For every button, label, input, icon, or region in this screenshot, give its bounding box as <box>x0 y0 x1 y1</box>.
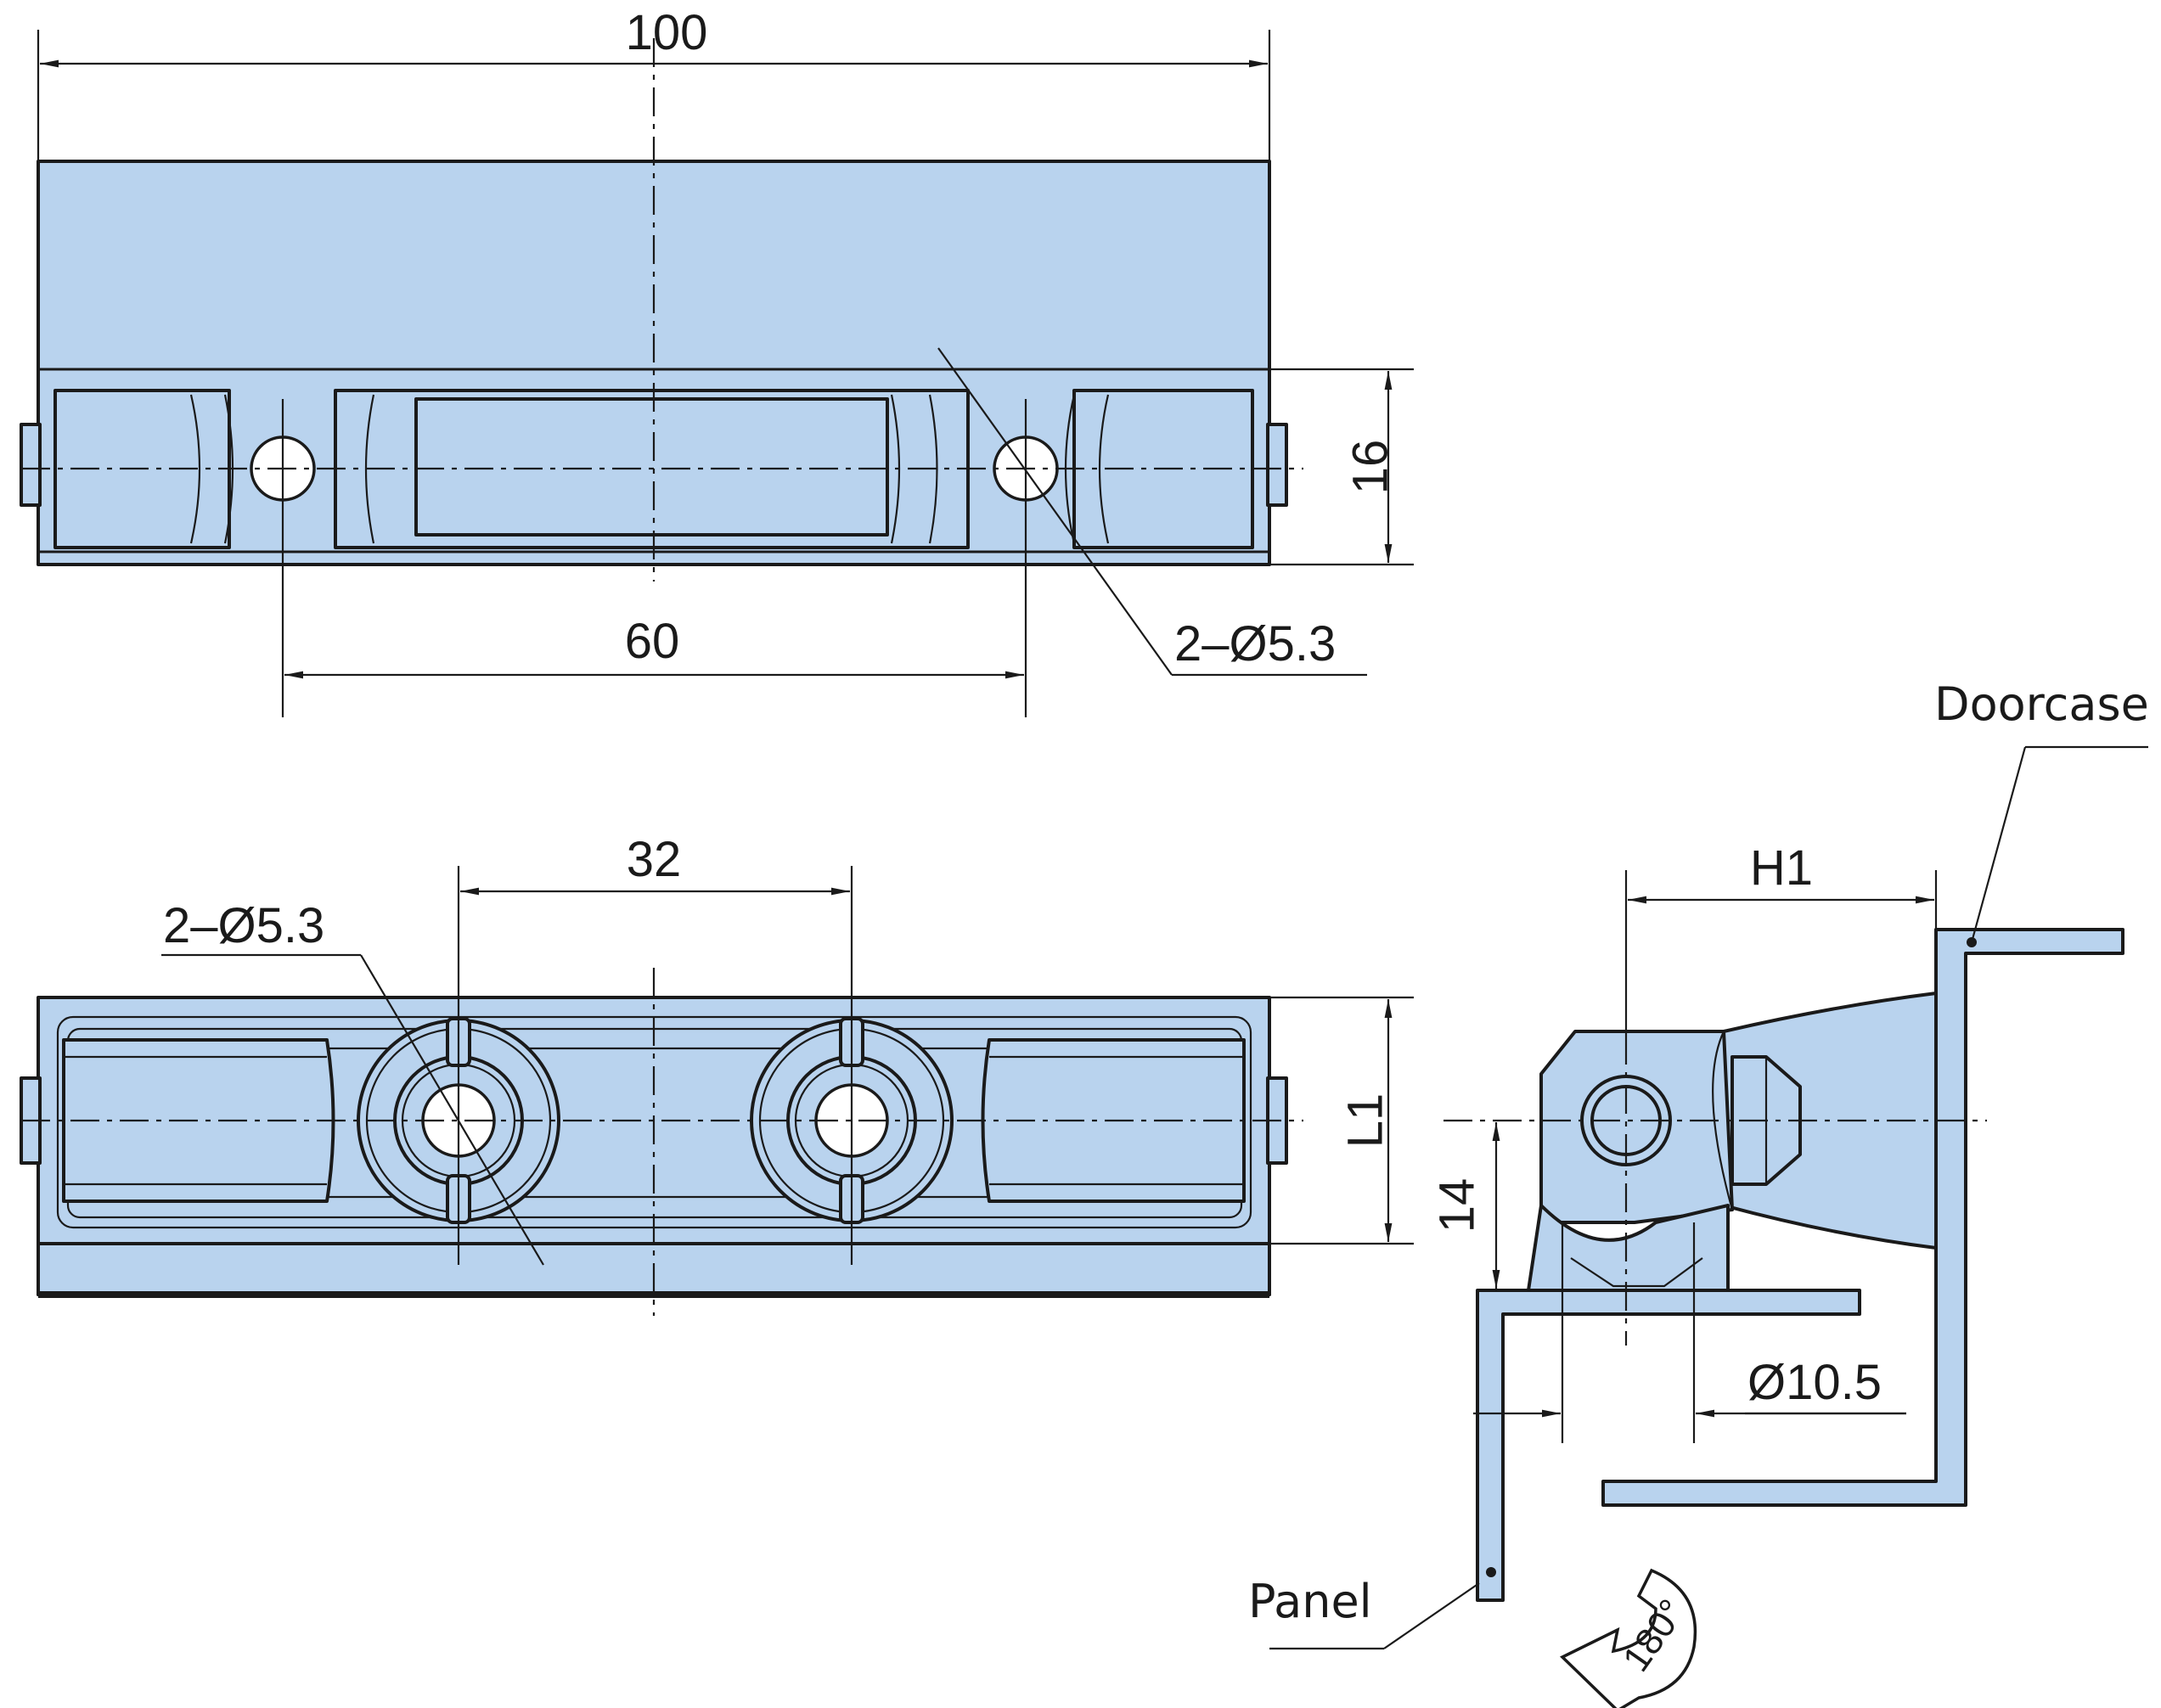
dim-h1-label: H1 <box>1750 840 1813 896</box>
dim-60-label: 60 <box>625 614 680 669</box>
rotation-arrow-icon <box>1559 1568 1697 1708</box>
doorcase-profile <box>1601 928 2124 1507</box>
top-view-knuckle-curve <box>189 394 201 544</box>
top-view-knuckle-center-inner <box>414 397 889 537</box>
dim-diameter-label: Ø10.5 <box>1747 1355 1882 1410</box>
top-view-pin-right <box>1266 423 1288 507</box>
side-view-knuckle-curve <box>1712 1031 1734 1211</box>
side-view-bracket-v <box>1570 1257 1703 1288</box>
doorcase-label: Doorcase <box>1934 677 2149 731</box>
front-view-hole-leader <box>360 954 544 1266</box>
panel-leader <box>1383 1582 1480 1649</box>
dim-16-label: 16 <box>1342 440 1398 495</box>
top-view-knuckle-curve <box>928 394 938 544</box>
dim-32-label: 32 <box>627 832 682 887</box>
top-view: 100 16 60 2–Ø5.3 <box>20 5 1414 717</box>
side-view: H1 14 Ø10.5 Doorcase Panel 180° <box>1248 677 2149 1708</box>
dim-14-label: 14 <box>1429 1178 1484 1233</box>
front-view-barrel-left <box>62 1038 335 1203</box>
doorcase-leader <box>1970 746 2027 943</box>
dim-l1-label: L1 <box>1337 1093 1393 1149</box>
panel-label: Panel <box>1248 1575 1372 1628</box>
dim-100-label: 100 <box>626 5 708 60</box>
panel-profile <box>1476 1289 1861 1602</box>
top-view-hole-callout: 2–Ø5.3 <box>1174 616 1336 671</box>
front-view: 32 L1 2–Ø5.3 <box>20 832 1414 1316</box>
top-view-knuckle-curve <box>1098 394 1110 544</box>
top-view-pin-left <box>20 423 42 507</box>
panel-pivot-dot <box>1486 1567 1496 1577</box>
side-view-lower-bracket <box>1527 1204 1730 1292</box>
front-view-hole-callout: 2–Ø5.3 <box>163 898 324 953</box>
top-view-hole-leader <box>937 347 1173 676</box>
